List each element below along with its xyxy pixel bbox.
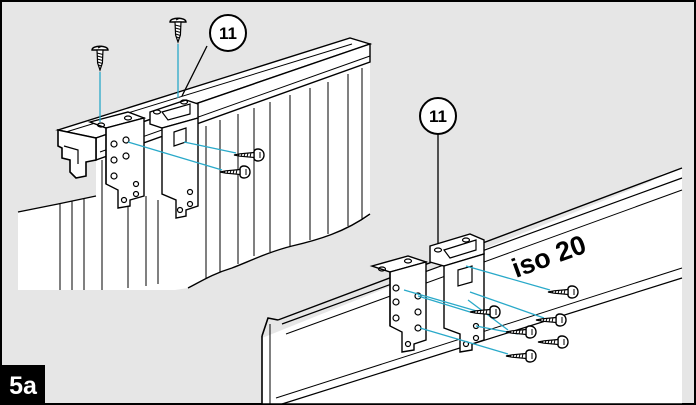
upper-guide-lines bbox=[99, 44, 237, 171]
lower-bracket-right bbox=[429, 233, 485, 353]
callout-11-bottom: 11 bbox=[419, 97, 457, 244]
lower-guide-lines bbox=[403, 265, 551, 355]
callout-label-bottom: 11 bbox=[429, 107, 447, 126]
callout-11-top: 11 bbox=[181, 14, 247, 97]
step-badge: 5a bbox=[1, 365, 45, 404]
upper-bracket-left bbox=[87, 111, 147, 209]
callout-label-top: 11 bbox=[219, 24, 237, 43]
step-label: 5a bbox=[9, 372, 38, 400]
rail-end-profile bbox=[57, 129, 97, 179]
panel-corrugation bbox=[59, 68, 363, 290]
lower-bracket-left bbox=[369, 255, 429, 353]
